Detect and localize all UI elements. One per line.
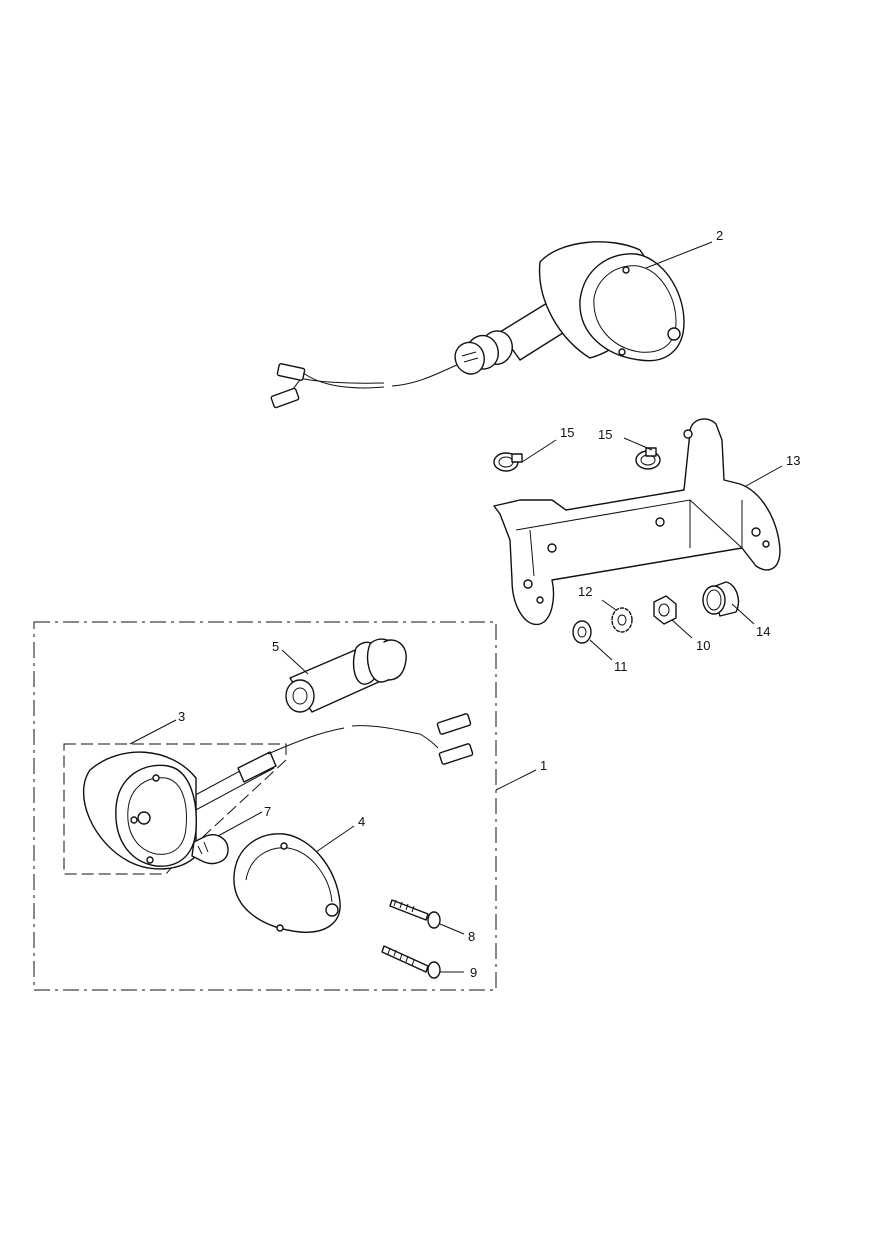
serrated-washer-part-12: [611, 607, 633, 633]
spacer-part-14: [702, 581, 740, 617]
indicator-assembly-part-2: [270, 241, 685, 409]
bulb-part-7: [191, 834, 229, 865]
callout-4: 4: [358, 814, 365, 829]
screw-part-9: [381, 945, 441, 979]
callout-8: 8: [468, 929, 475, 944]
callout-10: 10: [696, 638, 710, 653]
hose-clip-part-15-left: [493, 452, 523, 472]
kit-boundary-part-1: [33, 621, 497, 991]
callout-13: 13: [786, 453, 800, 468]
callout-15-left: 15: [560, 425, 574, 440]
callout-15-right: 15: [598, 427, 612, 442]
screw-part-8: [389, 899, 441, 929]
callout-labels: 2 15 15 13 12 11 10 14 1 5 3 7 4 8 9: [178, 228, 800, 980]
callout-7: 7: [264, 804, 271, 819]
callout-9: 9: [470, 965, 477, 980]
hose-clip-part-15-right: [635, 447, 661, 470]
nut-part-10: [653, 595, 677, 625]
leader-lines: [129, 241, 783, 973]
callout-1: 1: [540, 758, 547, 773]
callout-14: 14: [756, 624, 770, 639]
callout-5: 5: [272, 639, 279, 654]
washer-part-11: [572, 620, 592, 644]
callout-11: 11: [614, 659, 628, 674]
indicator-body-part-3: [82, 713, 474, 870]
lens-part-4: [233, 833, 341, 933]
mounting-bracket-part-13: [493, 418, 781, 626]
callout-3: 3: [178, 709, 185, 724]
callout-2: 2: [716, 228, 723, 243]
stem-sleeve-part-5: [285, 638, 407, 713]
callout-12: 12: [578, 584, 592, 599]
